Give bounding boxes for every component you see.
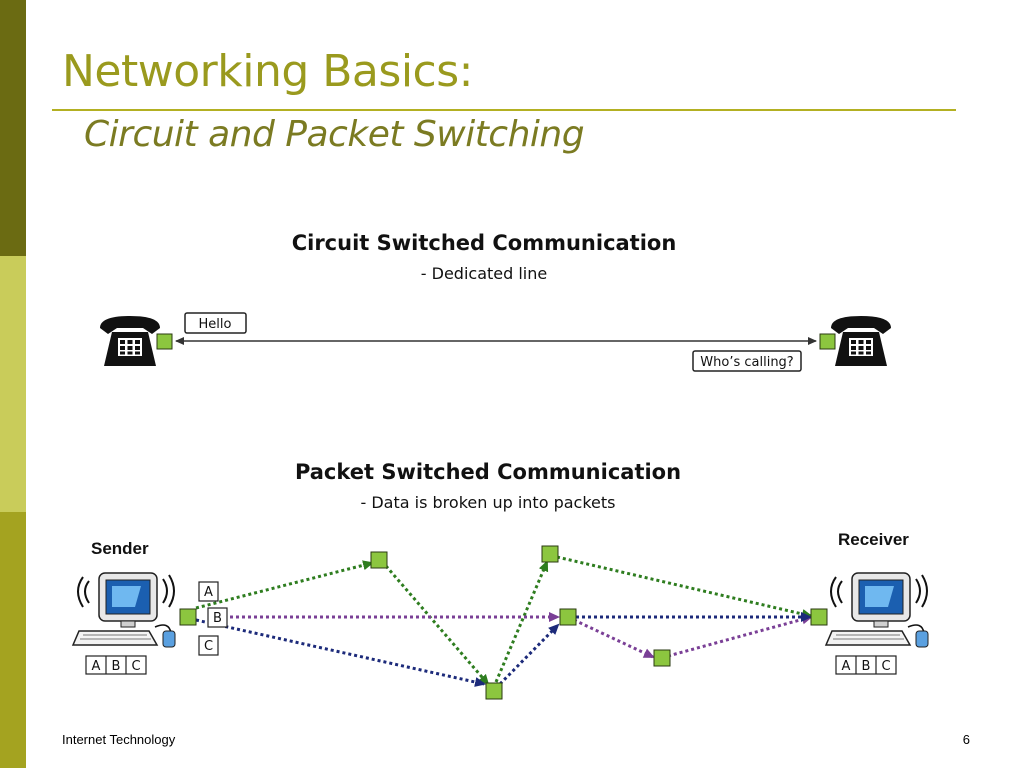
hello-bubble bbox=[184, 312, 247, 334]
sender-computer-icon bbox=[72, 572, 176, 648]
packet-path-green-3 bbox=[494, 560, 549, 683]
router-node-2 bbox=[485, 682, 503, 700]
router-node-4 bbox=[559, 608, 577, 626]
router-node-5 bbox=[653, 649, 671, 667]
receiver-label: Receiver bbox=[838, 530, 909, 549]
receiver-node bbox=[810, 608, 828, 626]
packet-c: C bbox=[204, 639, 213, 654]
packet-a-box bbox=[198, 581, 219, 602]
packet-path-purple-2 bbox=[573, 618, 655, 659]
receiver-computer-icon bbox=[825, 572, 929, 648]
slide-title: Networking Basics: bbox=[62, 46, 473, 97]
left-telephone-icon bbox=[100, 316, 160, 366]
sender-node bbox=[179, 608, 197, 626]
slide-subtitle: Circuit and Packet Switching bbox=[84, 114, 585, 155]
right-telephone-icon bbox=[831, 316, 891, 366]
router-node-1 bbox=[370, 551, 388, 569]
slide-number: 6 bbox=[962, 732, 970, 747]
circuit-caption: - Dedicated line bbox=[421, 264, 547, 283]
packet-b: B bbox=[213, 611, 222, 626]
circuit-right-node bbox=[819, 333, 836, 350]
receiver-queue-box bbox=[835, 655, 897, 675]
packet-caption: - Data is broken up into packets bbox=[361, 493, 616, 512]
receiver-queue-c: C bbox=[881, 659, 890, 674]
hello-message: Hello bbox=[199, 317, 232, 332]
title-underline bbox=[52, 109, 956, 111]
slide-sidebar bbox=[0, 0, 26, 768]
whos-calling-message: Who’s calling? bbox=[700, 355, 793, 370]
packet-path-green-2 bbox=[384, 565, 490, 686]
sender-queue-a: A bbox=[92, 659, 101, 674]
circuit-left-node bbox=[156, 333, 173, 350]
sender-label: Sender bbox=[91, 539, 149, 558]
sidebar-band-bottom bbox=[0, 512, 26, 768]
packet-heading: Packet Switched Communication bbox=[295, 460, 681, 484]
receiver-queue-b: B bbox=[862, 659, 871, 674]
packet-path-green bbox=[195, 560, 374, 610]
packet-path-green-4 bbox=[556, 555, 813, 619]
footer-course-name: Internet Technology bbox=[62, 732, 176, 747]
sidebar-band-middle bbox=[0, 256, 26, 512]
sender-queue-box bbox=[85, 655, 147, 675]
sidebar-band-top bbox=[0, 0, 26, 256]
packet-b-box bbox=[207, 607, 228, 628]
packet-path-navy-2 bbox=[498, 623, 560, 686]
router-node-3 bbox=[541, 545, 559, 563]
whos-calling-bubble bbox=[692, 350, 802, 372]
packet-c-box bbox=[198, 635, 219, 656]
packet-a: A bbox=[204, 585, 213, 600]
packet-path-navy bbox=[195, 618, 486, 687]
sender-queue-c: C bbox=[131, 659, 140, 674]
circuit-heading: Circuit Switched Communication bbox=[292, 231, 677, 255]
sender-queue-b: B bbox=[112, 659, 121, 674]
receiver-queue-a: A bbox=[842, 659, 851, 674]
packet-path-purple-3 bbox=[667, 614, 813, 658]
